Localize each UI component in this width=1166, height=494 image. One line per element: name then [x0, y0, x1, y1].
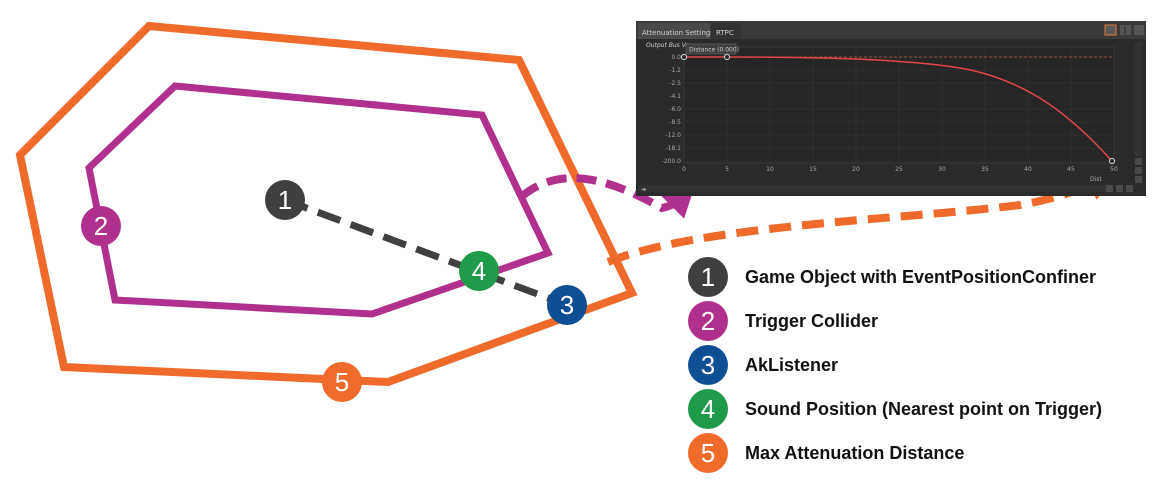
- svg-text:5: 5: [335, 367, 349, 397]
- x-axis-ticks: 0 5 10 15 20 25 30 35 40 45 50: [682, 166, 1118, 173]
- legend: 1 Game Object with EventPositionConfiner…: [688, 255, 1158, 475]
- y-tick-label: -8.5: [669, 119, 681, 126]
- x-tick-label: 40: [1024, 166, 1032, 173]
- series-label: Output Bus Vo: [646, 42, 689, 49]
- x-tick-label: 30: [938, 166, 946, 173]
- curve-point-start[interactable]: [680, 53, 688, 61]
- y-axis-ticks: 0.0 -1.2 -2.5 -4.1 -6.0 -8.5 -12.0 -18.1 -200.0: [662, 54, 682, 165]
- x-tick-label: 25: [895, 166, 903, 173]
- legend-item-max-attenuation: 5 Max Attenuation Distance: [688, 431, 1158, 475]
- x-tick-label: 45: [1067, 166, 1075, 173]
- x-axis-label: Dist: [1090, 176, 1102, 183]
- y-tick-label: -1.2: [669, 67, 681, 74]
- legend-label: Game Object with EventPositionConfiner: [745, 266, 1097, 287]
- zoom-in-button[interactable]: [1135, 158, 1142, 165]
- x-tick-label: 15: [809, 166, 817, 173]
- x-tick-label: 35: [981, 166, 989, 173]
- y-tick-label: -4.1: [669, 93, 681, 100]
- y-tick-label: -6.0: [669, 106, 681, 113]
- y-tick-label: -12.0: [665, 132, 681, 139]
- svg-text:RTPC: RTPC: [716, 29, 734, 37]
- curve-point-mid[interactable]: [723, 53, 731, 61]
- x-tick-label: 20: [852, 166, 860, 173]
- view-option-1-button[interactable]: [1106, 185, 1113, 192]
- svg-text:2: 2: [94, 211, 108, 241]
- svg-text:4: 4: [472, 256, 486, 286]
- legend-label: AkListener: [745, 354, 839, 375]
- marker-sound-position: 4: [459, 251, 499, 291]
- legend-badge: 3: [688, 345, 728, 385]
- marker-max-attenuation: 5: [322, 362, 362, 402]
- distance-tooltip: Distance (0.000): [689, 47, 739, 54]
- attenuation-curve: [684, 56, 1113, 162]
- view-single-icon[interactable]: [1104, 24, 1117, 36]
- legend-item-trigger-collider: 2 Trigger Collider: [688, 299, 1158, 343]
- view-grid-icon[interactable]: [1134, 25, 1144, 35]
- legend-item-sound-position: 4 Sound Position (Nearest point on Trigg…: [688, 387, 1158, 431]
- x-tick-label: 50: [1110, 166, 1118, 173]
- trigger-to-curve-arrow: [518, 174, 696, 219]
- game-object-to-listener-line: [283, 196, 569, 309]
- legend-label: Max Attenuation Distance: [745, 442, 965, 463]
- legend-badge: 4: [688, 389, 728, 429]
- svg-text:Attenuation Settings: Attenuation Settings: [642, 29, 714, 37]
- legend-badge: 1: [688, 257, 728, 297]
- curve-point-end[interactable]: [1108, 157, 1116, 165]
- vertical-scrollbar[interactable]: [1134, 42, 1142, 156]
- attenuation-panel: Attenuation Settings RTPC 0.0 -1.2 -2.5 -4.…: [636, 21, 1146, 196]
- tab-rtpc[interactable]: [711, 23, 741, 39]
- marker-listener: 3: [547, 285, 587, 325]
- marker-trigger-collider: 2: [81, 206, 121, 246]
- horizontal-scrollbar[interactable]: [638, 185, 1106, 192]
- svg-text:1: 1: [278, 185, 292, 215]
- legend-item-game-object: 1 Game Object with EventPositionConfiner: [688, 255, 1158, 299]
- x-tick-label: 10: [766, 166, 774, 173]
- legend-badge: 2: [688, 301, 728, 341]
- y-tick-label: 0.0: [671, 54, 681, 61]
- svg-text:3: 3: [560, 290, 574, 320]
- x-tick-label: 5: [725, 166, 729, 173]
- legend-label: Sound Position (Nearest point on Trigger…: [745, 398, 1103, 419]
- legend-label: Trigger Collider: [745, 310, 879, 331]
- trigger-collider-shape: [85, 82, 553, 318]
- scroll-left-icon[interactable]: ◄: [641, 186, 646, 193]
- y-tick-label: -200.0: [662, 158, 682, 165]
- legend-item-listener: 3 AkListener: [688, 343, 1158, 387]
- x-tick-label: 0: [682, 166, 686, 173]
- zoom-fit-button[interactable]: [1135, 167, 1142, 174]
- max-attenuation-boundary: [15, 21, 638, 387]
- legend-badge: 5: [688, 433, 728, 473]
- zoom-out-button[interactable]: [1135, 176, 1142, 183]
- view-option-3-button[interactable]: [1126, 185, 1133, 192]
- marker-game-object: 1: [265, 180, 305, 220]
- y-tick-label: -2.5: [669, 80, 681, 87]
- tab-attenuation-settings[interactable]: [638, 23, 710, 39]
- view-option-2-button[interactable]: [1116, 185, 1123, 192]
- y-tick-label: -18.1: [665, 145, 681, 152]
